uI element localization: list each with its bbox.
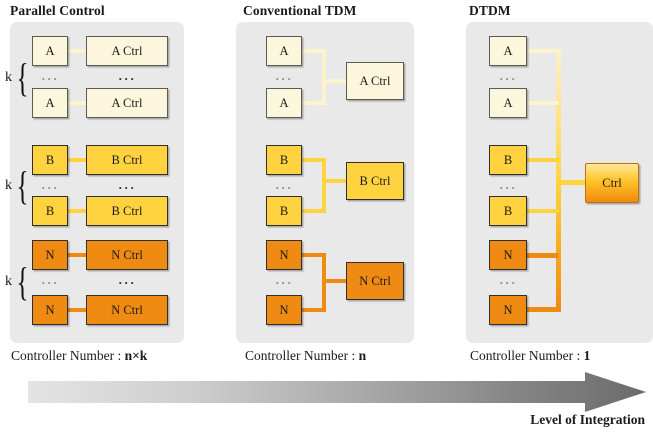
dtdm-ellipsis-a: ··· [499,70,517,86]
tdm-block-n-1: N [266,240,302,270]
ctrl-a-2: A Ctrl [86,88,168,118]
tdm-block-b-1: B [266,145,302,175]
dtdm-bus-to-ctrl [556,180,586,185]
tdm-bus-b [322,158,326,213]
k-label: k [5,274,12,289]
tdm-link-b [322,179,348,183]
tdm-block-a-2: A [266,88,302,118]
ellipsis-n-block: ··· [41,274,59,290]
brace-icon: { [16,54,29,100]
brace-icon: { [16,162,29,208]
dtdm-stub-a-1 [525,49,559,53]
ellipsis-b-ctrl: ··· [118,179,136,195]
dtdm-shared-ctrl: Ctrl [585,163,639,203]
tdm-ctrl-b: B Ctrl [346,162,404,200]
caption-dtdm: Controller Number : 1 [470,348,590,364]
ellipsis-a-block: ··· [41,70,59,86]
tdm-ctrl-a: A Ctrl [346,62,404,100]
k-label: k [5,178,12,193]
tdm-block-a-1: A [266,36,302,66]
ctrl-a-1: A Ctrl [86,36,168,66]
connector-b-1 [67,158,87,162]
k-brace-group-a: k { [5,40,32,116]
dtdm-block-a-1: A [489,36,527,66]
tdm-bus-a [322,49,326,105]
caption-prefix: Controller Number : [245,348,359,363]
block-a-2: A [32,88,68,118]
caption-conventional-tdm: Controller Number : n [245,348,366,364]
integration-arrow [28,372,646,412]
dtdm-stub-n-1 [525,253,559,258]
tdm-ellipsis-a: ··· [275,70,293,86]
integration-arrow-label: Level of Integration [530,412,645,427]
dtdm-stub-a-2 [525,101,559,105]
caption-prefix: Controller Number : [11,348,125,363]
tdm-block-n-2: N [266,295,302,325]
caption-parallel-control: Controller Number : n×k [11,348,147,364]
tdm-link-a [322,79,348,83]
dtdm-block-a-2: A [489,88,527,118]
ellipsis-a-ctrl: ··· [118,70,136,86]
tdm-block-b-2: B [266,196,302,226]
dtdm-stub-b-2 [525,209,559,213]
dtdm-block-n-1: N [489,240,527,270]
block-b-2: B [32,196,68,226]
dtdm-block-n-2: N [489,295,527,325]
ctrl-b-2: B Ctrl [86,196,168,226]
ellipsis-b-block: ··· [41,179,59,195]
brace-icon: { [16,258,29,304]
tdm-stub-a-1 [300,49,326,53]
k-brace-group-n: k { [5,244,32,320]
dtdm-stub-b-1 [525,158,559,162]
tdm-stub-n-1 [300,253,326,257]
tdm-ellipsis-n: ··· [275,274,293,290]
k-label: k [5,70,12,85]
connector-a-1 [67,49,87,53]
connector-b-2 [67,209,87,213]
dtdm-stub-n-2 [525,307,559,312]
block-b-1: B [32,145,68,175]
tdm-ellipsis-b: ··· [275,179,293,195]
column-title-conventional-tdm: Conventional TDM [243,3,357,18]
column-title-parallel-control: Parallel Control [10,3,105,18]
ctrl-b-1: B Ctrl [86,145,168,175]
k-brace-group-b: k { [5,148,32,224]
column-title-dtdm: DTDM [469,3,511,18]
tdm-stub-b-2 [300,209,326,213]
tdm-link-n [322,279,348,283]
connector-n-1 [67,253,87,257]
ctrl-n-1: N Ctrl [86,240,168,270]
panel-parallel-control [10,22,184,343]
ctrl-n-2: N Ctrl [86,295,168,325]
block-n-2: N [32,295,68,325]
dtdm-ellipsis-b: ··· [499,179,517,195]
tdm-ctrl-n: N Ctrl [346,262,404,300]
dtdm-block-b-1: B [489,145,527,175]
tdm-stub-n-2 [300,308,326,312]
connector-n-2 [67,308,87,312]
block-n-1: N [32,240,68,270]
caption-value: 1 [583,348,591,363]
dtdm-block-b-2: B [489,196,527,226]
connector-a-2 [67,101,87,105]
block-a-1: A [32,36,68,66]
tdm-stub-a-2 [300,101,326,105]
caption-value: n [358,348,367,363]
tdm-stub-b-1 [300,158,326,162]
dtdm-ellipsis-n: ··· [499,274,517,290]
caption-prefix: Controller Number : [470,348,584,363]
ellipsis-n-ctrl: ··· [118,274,136,290]
caption-value: n×k [124,348,148,363]
